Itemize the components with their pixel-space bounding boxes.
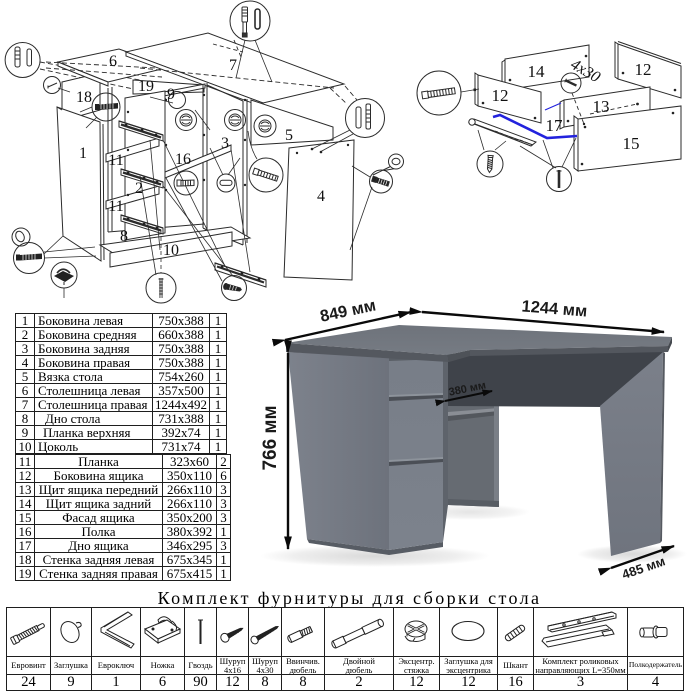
- svg-text:14: 14: [528, 62, 546, 81]
- svg-text:9: 9: [167, 86, 175, 103]
- svg-text:16: 16: [175, 151, 191, 168]
- svg-text:11: 11: [108, 198, 123, 215]
- svg-text:12: 12: [635, 60, 652, 79]
- svg-text:3: 3: [221, 135, 229, 152]
- svg-text:8: 8: [120, 228, 128, 245]
- svg-text:13: 13: [593, 97, 610, 116]
- svg-text:4: 4: [317, 188, 325, 205]
- svg-text:4x30: 4x30: [568, 56, 603, 86]
- svg-text:10: 10: [163, 242, 179, 259]
- svg-text:1: 1: [79, 145, 87, 162]
- svg-text:6: 6: [109, 53, 117, 70]
- svg-text:17: 17: [546, 116, 564, 135]
- svg-text:766 мм: 766 мм: [260, 405, 281, 470]
- svg-text:1244 мм: 1244 мм: [521, 297, 588, 320]
- svg-text:2: 2: [135, 180, 143, 197]
- svg-text:15: 15: [623, 134, 640, 153]
- svg-text:12: 12: [492, 86, 509, 105]
- svg-text:5: 5: [285, 127, 293, 144]
- svg-text:11: 11: [108, 152, 123, 169]
- svg-text:7: 7: [229, 57, 237, 74]
- svg-text:19: 19: [138, 78, 154, 95]
- svg-text:18: 18: [76, 89, 92, 106]
